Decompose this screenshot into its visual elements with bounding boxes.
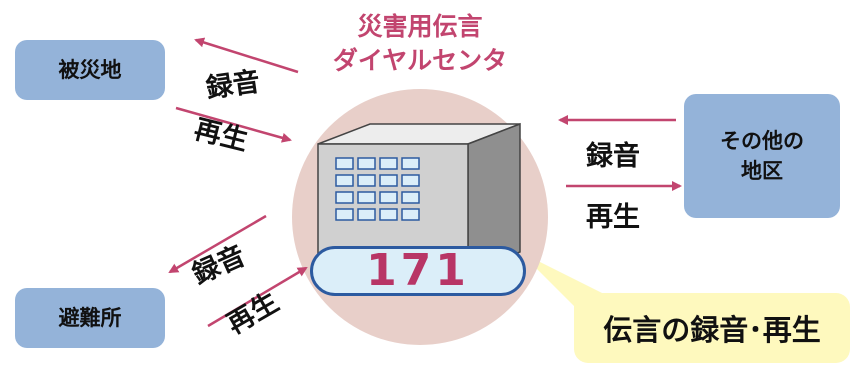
- arrow-play-disaster: [175, 106, 292, 143]
- node-shelter-label: 避難所: [58, 305, 122, 330]
- arrow-record-disaster: [194, 37, 299, 74]
- label-record-other: 録音: [586, 141, 640, 172]
- label-record-disaster: 録音: [204, 66, 262, 105]
- node-disaster-area: 被災地: [15, 40, 165, 100]
- callout-bubble: 伝言の録音･再生: [574, 293, 850, 363]
- dial-number-pill: 171: [310, 246, 526, 296]
- node-shelter: 避難所: [15, 288, 165, 348]
- node-other-area-line2: 地区: [741, 159, 783, 183]
- node-other-area: その他の 地区: [684, 94, 840, 218]
- label-play-other: 再生: [586, 202, 640, 233]
- center-title-line2: ダイヤルセンタ: [332, 45, 508, 75]
- dial-number: 171: [366, 245, 470, 296]
- node-disaster-area-label: 被災地: [58, 57, 122, 82]
- node-other-area-line1: その他の: [720, 128, 804, 153]
- center-title: 災害用伝言 ダイヤルセンタ: [300, 10, 540, 78]
- callout-text: 伝言の録音･再生: [603, 313, 821, 347]
- arrow-play-shelter: [207, 266, 308, 328]
- arrow-record-shelter: [168, 214, 267, 274]
- center-title-line1: 災害用伝言: [357, 12, 483, 41]
